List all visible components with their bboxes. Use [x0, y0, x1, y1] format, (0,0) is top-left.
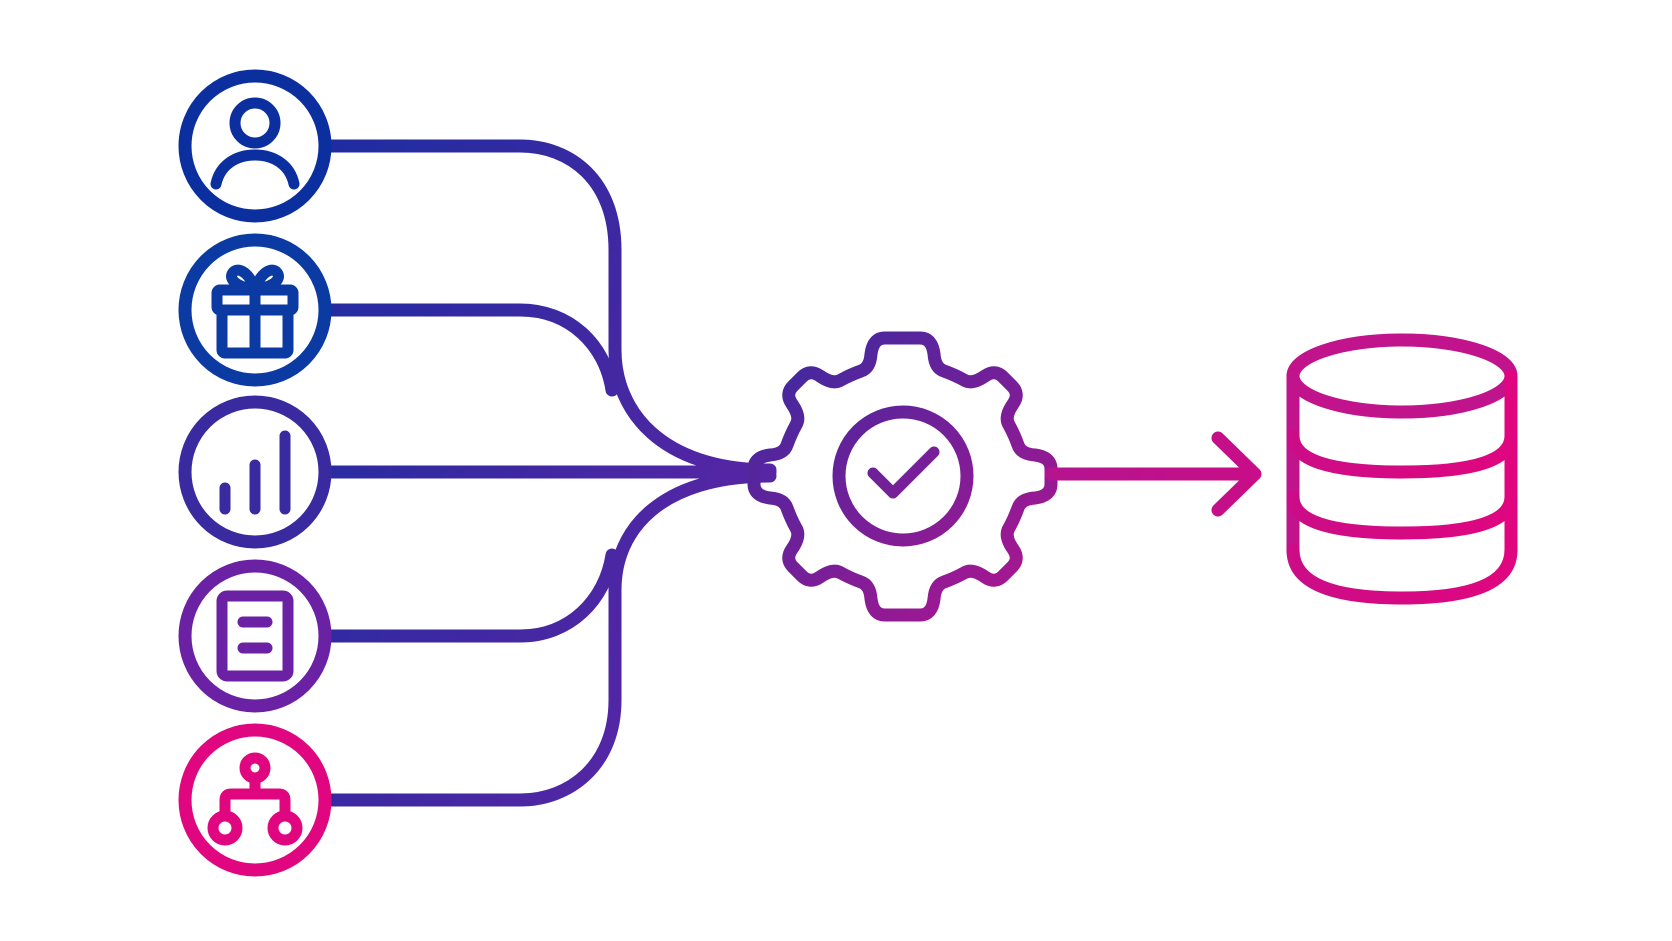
gear-inner-circle — [832, 405, 974, 547]
source-circle — [178, 233, 332, 387]
user-icon — [210, 97, 300, 190]
source-node-chart — [178, 395, 332, 549]
check-icon — [867, 446, 940, 499]
connector-hierarchy — [325, 469, 777, 807]
arrow-right-icon — [1211, 431, 1262, 517]
gear-check-icon — [747, 331, 1058, 622]
destination-node — [1286, 333, 1518, 605]
processor-node — [747, 331, 1058, 622]
database-bottom — [1286, 543, 1518, 605]
hierarchy-icon — [207, 752, 303, 846]
source-circle — [178, 69, 332, 223]
source-nodes — [178, 69, 332, 877]
connectors — [325, 139, 777, 807]
database-ring — [1286, 429, 1518, 479]
database-top — [1286, 333, 1518, 419]
source-node-document — [178, 559, 332, 713]
source-node-gift — [178, 233, 332, 387]
connector-user — [325, 139, 777, 477]
output-arrow — [1044, 431, 1262, 517]
source-node-user — [178, 69, 332, 223]
database-ring — [1286, 490, 1518, 540]
connector-gift — [325, 303, 619, 397]
bar-chart-icon — [219, 430, 291, 515]
source-circle — [178, 723, 332, 877]
connector-document — [325, 548, 619, 643]
database-icon — [1286, 333, 1518, 605]
source-circle — [178, 559, 332, 713]
gift-icon — [211, 264, 299, 359]
source-node-hierarchy — [178, 723, 332, 877]
source-circle — [178, 395, 332, 549]
document-icon — [216, 590, 294, 682]
